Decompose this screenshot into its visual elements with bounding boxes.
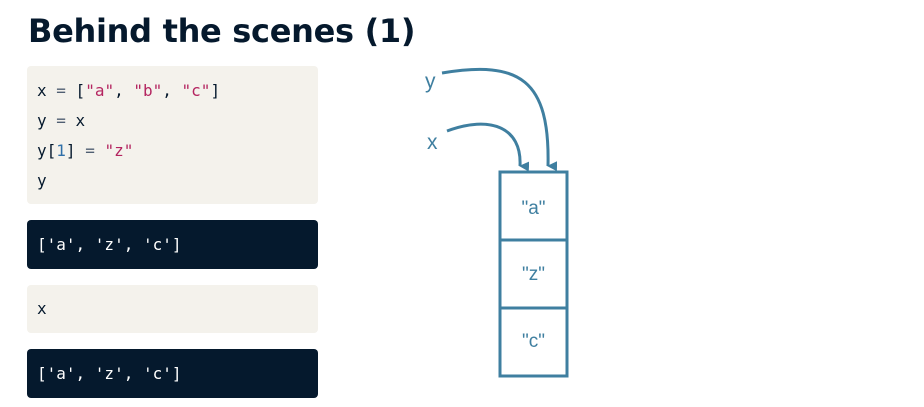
code-token: "c": [181, 81, 211, 100]
code-token: "z": [104, 141, 134, 160]
code-output-block: ['a', 'z', 'c']: [27, 220, 318, 269]
variable-x-label: x: [427, 131, 438, 154]
code-input-block[interactable]: x = ["a", "b", "c"] y = x y[1] = "z" y: [27, 66, 318, 204]
code-input-block[interactable]: x: [27, 285, 318, 333]
code-token: ,: [162, 81, 182, 100]
code-token: "b": [133, 81, 163, 100]
code-token: [: [46, 141, 57, 160]
code-token: 1: [56, 141, 66, 160]
list-cell-value: "z": [522, 264, 545, 285]
list-cell-value: "c": [522, 331, 545, 352]
list-cell-value: "a": [521, 198, 545, 219]
code-line: x = ["a", "b", "c"]: [37, 76, 318, 106]
y-reference-arrow: [441, 67, 558, 172]
code-token: =: [46, 81, 76, 100]
code-line: y = x: [37, 106, 318, 136]
code-token: x: [37, 81, 47, 100]
code-line: y: [37, 166, 318, 196]
code-token: ]: [210, 81, 221, 100]
code-token: =: [85, 141, 95, 160]
variable-y-label: y: [425, 70, 436, 93]
code-token: =: [46, 111, 76, 130]
code-line: x: [37, 299, 47, 318]
list-cell: [498, 306, 569, 378]
code-token: ]: [65, 141, 86, 160]
code-token: y: [37, 111, 47, 130]
code-token: y: [37, 171, 47, 190]
x-reference-arrow: [446, 122, 530, 172]
code-token: [: [75, 81, 86, 100]
code-token: "a": [85, 81, 115, 100]
code-output-block: ['a', 'z', 'c']: [27, 349, 318, 398]
code-token: ,: [114, 81, 134, 100]
code-line: y[1] = "z": [37, 136, 318, 166]
code-token: x: [75, 111, 86, 130]
page-title: Behind the scenes (1): [28, 12, 416, 50]
code-token: y: [37, 141, 47, 160]
